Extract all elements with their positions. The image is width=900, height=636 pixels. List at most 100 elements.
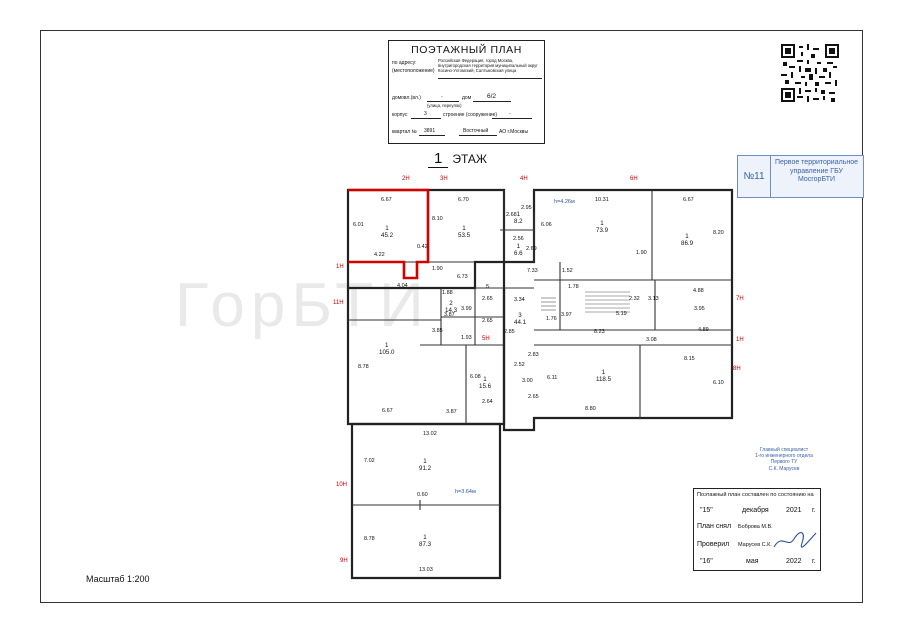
dimension-label: 7.02 (364, 458, 375, 464)
made-value: Боброва М.В. (738, 524, 773, 530)
dimension-label: 2.52 (514, 362, 525, 368)
date2-year: 2022 (786, 558, 802, 565)
watermark: ГорБТИ (175, 271, 430, 340)
dimension-label: 7.33 (527, 268, 538, 274)
dom-label: дом (462, 95, 472, 101)
dimension-label: 3.00 (522, 378, 533, 384)
dimension-label: 6.08 (470, 374, 481, 380)
chief-line: Первого ТУ (770, 459, 798, 466)
dimension-label: 2.83 (528, 352, 539, 358)
axis-label: 10Н (336, 482, 348, 488)
axis-label: 9Н (340, 558, 348, 564)
location-label: (местоположение) (392, 68, 435, 74)
chief-line: Главный специалист (759, 447, 809, 453)
dimension-label: 13.02 (423, 431, 437, 437)
dimension-label: 6.06 (541, 222, 552, 228)
dimension-label: 3.99 (461, 306, 472, 312)
floor-label: ЭТАЖ (452, 152, 487, 166)
house-value: - (441, 94, 443, 100)
stroenie-label: строение (сооружение) (443, 112, 498, 118)
dimension-label: 2.68 (506, 212, 517, 218)
checked-value: Марусев С.К. (738, 542, 772, 548)
kvartal-label: квартал № (392, 129, 417, 135)
dom-value: 6/2 (487, 93, 497, 100)
dimension-label: 4.04 (397, 283, 408, 289)
date1-month: декабря (742, 507, 769, 514)
axis-label: 3Н (440, 176, 448, 182)
dimension-label: 2.85 (504, 329, 515, 335)
height-label: h=3.64м (455, 489, 476, 495)
axis-label: 4Н (520, 176, 528, 182)
dimension-label: 2.69 (526, 246, 537, 252)
dimension-label: 6.11 (547, 375, 558, 381)
dimension-label: 3.13 (648, 296, 659, 302)
dimension-label: 2.56 (513, 236, 524, 242)
dimension-label: 8.10 (432, 216, 443, 222)
axis-label: 11Н (333, 300, 344, 306)
kvartal-value: 3891 (424, 128, 436, 134)
bti-stamp: №11 Первое территориальное управление ГБ… (737, 155, 864, 198)
stroenie-value: - (509, 111, 511, 117)
dimension-label: 8.15 (684, 356, 695, 362)
dimension-label: 3.34 (514, 297, 525, 303)
signature-block: Поэтажный план составлен по состоянию на… (693, 488, 821, 571)
dimension-label: 1.90 (636, 250, 647, 256)
dimension-label: 3.87 (446, 409, 457, 415)
dimension-label: 8.20 (713, 230, 724, 236)
dimension-label: 0.60 (417, 492, 428, 498)
date1-day: 15 (702, 507, 711, 514)
dimension-label: 1.78 (568, 284, 579, 290)
axis-label: 1Н (336, 264, 344, 270)
dimension-label: 1.88 (442, 290, 453, 296)
dimension-label: 2.65 (482, 318, 493, 324)
dimension-label: 5 (486, 284, 490, 290)
dimension-label: 2.65 (482, 296, 493, 302)
house-note: (улица, переулок) (427, 103, 462, 108)
dimension-label: 4.88 (693, 288, 704, 294)
dimension-label: 1.90 (432, 266, 443, 272)
address-value: Российская Федерация, город Москва, внут… (438, 58, 538, 73)
dimension-label: 3.97 (561, 312, 572, 318)
ao-suffix: АО г.Москвы (499, 129, 529, 135)
drawing-frame (40, 30, 863, 603)
axis-label: 7Н (736, 296, 744, 302)
axis-label: 1Н (736, 337, 744, 343)
dimension-label: 6.67 (683, 197, 694, 203)
dimension-label: 2.65 (528, 394, 539, 400)
highlighted-room-outline (348, 188, 430, 280)
date2-day: 16 (702, 558, 711, 565)
stamp-number: №11 (738, 156, 771, 197)
height-label: h=4.26м (554, 199, 575, 205)
dimension-label: 4.22 (374, 252, 385, 258)
axis-label: 2Н (402, 176, 410, 182)
axis-label: 8Н (733, 366, 741, 372)
axis-label: 6Н (630, 176, 638, 182)
dimension-label: 8.78 (364, 536, 375, 542)
title-block: ПОЭТАЖНЫЙ ПЛАН по адресу: (местоположени… (388, 40, 545, 144)
korpus-value: 3 (424, 111, 427, 117)
dimension-label: 8.23 (594, 329, 605, 335)
dimension-label: 1.93 (461, 335, 472, 341)
dimension-label: 3.08 (646, 337, 657, 343)
dimension-label: 6.73 (457, 274, 468, 280)
dimension-label: 1.76 (546, 316, 557, 322)
axis-label: 5Н (482, 336, 490, 342)
chief-line: 1-го инженерного отдела (755, 453, 813, 460)
dimension-label: 4.89 (698, 327, 709, 333)
dimension-label: 8.78 (358, 364, 369, 370)
korpus-label: корпус (392, 112, 408, 118)
signature-mark (773, 532, 817, 548)
ao-value: Восточный (463, 128, 489, 134)
